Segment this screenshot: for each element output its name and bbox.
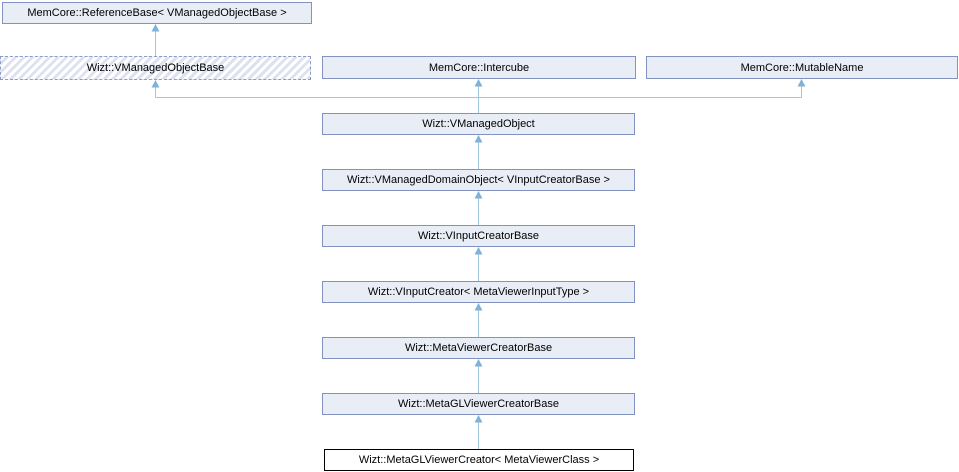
edge-metaglviewercreator-to-metaglviewercreatorbase <box>474 415 483 449</box>
edge-metaviewercreatorbase-to-vinputcreator <box>474 303 483 337</box>
class-node-label: Wizt::MetaGLViewerCreator< MetaViewerCla… <box>358 454 600 466</box>
class-node-metaglviewercreator-current: Wizt::MetaGLViewerCreator< MetaViewerCla… <box>324 449 634 471</box>
class-node-label: MemCore::Intercube <box>428 61 530 74</box>
class-node-metaglviewercreatorbase[interactable]: Wizt::MetaGLViewerCreatorBase <box>322 393 635 415</box>
class-node-metaviewercreatorbase[interactable]: Wizt::MetaViewerCreatorBase <box>322 337 635 359</box>
class-node-label: Wizt::VInputCreator< MetaViewerInputType… <box>367 286 590 298</box>
class-node-label: Wizt::VManagedObject <box>422 118 535 130</box>
class-node-mutablename[interactable]: MemCore::MutableName <box>646 56 958 79</box>
class-node-label: Wizt::VManagedDomainObject< VInputCreato… <box>347 174 610 186</box>
class-node-label: Wizt::MetaViewerCreatorBase <box>404 342 553 354</box>
edge-vinputcreator-to-vinputcreatorbase <box>474 247 483 281</box>
edge-metaglviewercreatorbase-to-metaviewercreatorbase <box>474 359 483 393</box>
class-node-vmanageddomainobject[interactable]: Wizt::VManagedDomainObject< VInputCreato… <box>322 169 635 191</box>
class-node-label: MemCore::ReferenceBase< VManagedObjectBa… <box>27 7 287 19</box>
class-node-vinputcreatorbase[interactable]: Wizt::VInputCreatorBase <box>322 225 635 247</box>
class-node-vinputcreator[interactable]: Wizt::VInputCreator< MetaViewerInputType… <box>322 281 635 303</box>
class-node-intercube[interactable]: MemCore::Intercube <box>322 56 636 79</box>
class-node-referencebase[interactable]: MemCore::ReferenceBase< VManagedObjectBa… <box>2 2 312 24</box>
edge-vinputcreatorbase-to-vmanageddomainobject <box>474 191 483 225</box>
class-node-label: Wizt::MetaGLViewerCreatorBase <box>398 398 559 410</box>
edge-vmanagedobjectbase-to-referencebase <box>151 24 160 56</box>
class-node-label: MemCore::MutableName <box>740 61 864 74</box>
class-node-vmanagedobjectbase: Wizt::VManagedObjectBase <box>0 56 311 80</box>
edge-vmanagedobject-to-bases <box>151 79 806 113</box>
class-node-vmanagedobject[interactable]: Wizt::VManagedObject <box>322 113 635 135</box>
class-node-label: Wizt::VManagedObjectBase <box>86 62 225 74</box>
class-node-label: Wizt::VInputCreatorBase <box>417 230 540 242</box>
edge-vmanageddomainobject-to-vmanagedobject <box>474 135 483 169</box>
